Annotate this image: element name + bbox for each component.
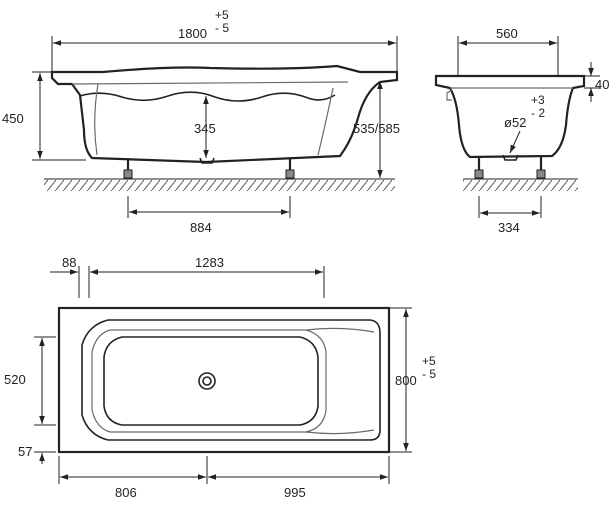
end-view: 560 40 +3 - 2 ø52 334 (434, 26, 609, 235)
end-view-leg-left (474, 157, 484, 179)
end-rim-label: 40 (595, 77, 609, 92)
side-length-tol-minus: - 5 (215, 21, 229, 35)
side-length-label: 1800 (178, 26, 207, 41)
side-depth-label: 345 (194, 121, 216, 136)
plan-width-label: 800 (395, 373, 417, 388)
end-width-label: 560 (496, 26, 518, 41)
plan-width-tol-plus: +5 (422, 354, 436, 368)
plan-from-drain-label: 995 (284, 485, 306, 500)
plan-offset-left-label: 88 (62, 255, 76, 270)
side-view-waterline (79, 91, 336, 102)
side-height-legs-label: 535/585 (353, 121, 400, 136)
plan-view: 88 1283 520 57 800 +5 - 5 806 995 (4, 255, 436, 500)
plan-drain (198, 372, 216, 390)
plan-bottom-offset-label: 57 (18, 444, 32, 459)
side-leg-spacing-label: 884 (190, 220, 212, 235)
end-drain-tol-plus: +3 (531, 93, 545, 107)
plan-inner-width-label: 520 (4, 372, 26, 387)
plan-view-outline (57, 306, 391, 454)
end-drain-tol-minus: - 2 (531, 106, 545, 120)
side-view-leg-right (285, 158, 295, 179)
side-view-leg-left (123, 158, 133, 179)
plan-to-drain-label: 806 (115, 485, 137, 500)
end-leg-spacing-label: 334 (498, 220, 520, 235)
end-view-outline (434, 74, 586, 159)
side-view: 1800 +5 - 5 450 345 535/585 884 (2, 8, 400, 235)
floor (44, 178, 578, 191)
side-view-outline (50, 64, 399, 164)
plan-inner-length-label: 1283 (195, 255, 224, 270)
side-height-label: 450 (2, 111, 24, 126)
end-view-leg-right (536, 157, 546, 179)
side-length-tol-plus: +5 (215, 8, 229, 22)
plan-width-tol-minus: - 5 (422, 367, 436, 381)
end-drain-label: ø52 (504, 115, 526, 130)
